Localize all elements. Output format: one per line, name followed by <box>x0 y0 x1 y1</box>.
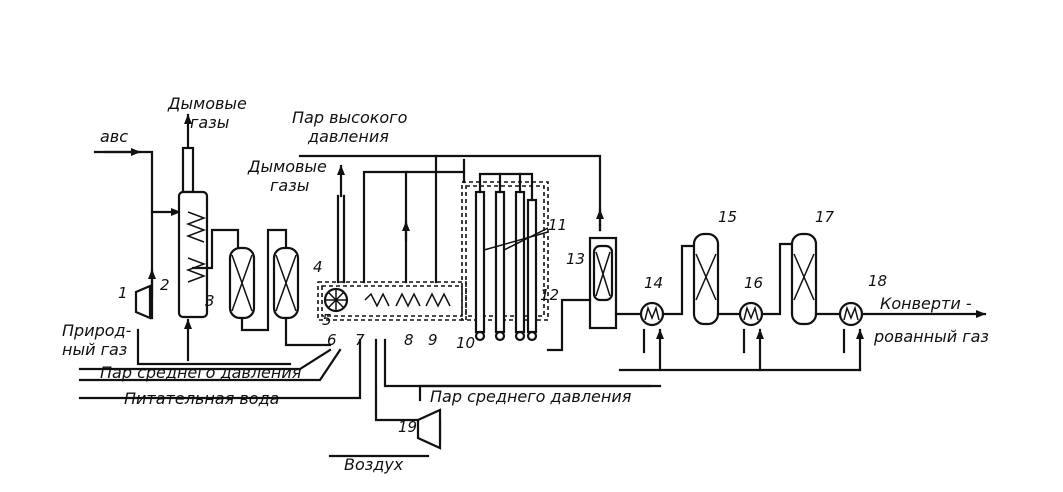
label-flue-gases-2-line1: Дымовые <box>247 157 327 176</box>
pipe-14-15 <box>661 244 696 316</box>
num-8: 8 <box>404 331 414 349</box>
reactor-15: 15 <box>692 208 737 326</box>
num-9: 9 <box>428 331 438 349</box>
label-mp-steam-bottom: Пар среднего давления <box>430 387 632 406</box>
cooling-lines <box>618 328 864 372</box>
reactor-4: 4 <box>272 246 323 320</box>
exchanger-16: 16 <box>738 274 764 327</box>
pipe-tubes-13 <box>546 298 592 352</box>
compressor-19: 19 <box>398 408 442 450</box>
label-mp-steam-left: Пар среднего давления <box>100 363 302 382</box>
pipe-3-4 <box>240 228 288 332</box>
reactor-17: 17 <box>790 208 835 326</box>
label-converted-gas-line1: Конверти - <box>880 294 972 313</box>
heater-2: 2 <box>160 113 240 319</box>
num-16: 16 <box>744 274 763 292</box>
num-18: 18 <box>868 272 887 290</box>
num-17: 17 <box>815 208 835 226</box>
num-15: 15 <box>718 208 737 226</box>
compressor-1: 1 <box>118 284 152 320</box>
pipe-4-furnace <box>284 316 332 347</box>
label-feed-water: Питательная вода <box>124 389 279 408</box>
num-19: 19 <box>398 418 417 436</box>
num-11: 11 <box>548 216 567 234</box>
feed-lines <box>78 148 362 400</box>
label-flue-gases-2-line2: газы <box>270 176 309 195</box>
num-4: 4 <box>313 258 323 276</box>
num-3: 3 <box>205 292 215 310</box>
num-14: 14 <box>644 274 663 292</box>
num-1: 1 <box>118 284 128 302</box>
num-12: 12 <box>540 286 559 304</box>
num-13: 13 <box>566 250 585 268</box>
hp-steam-lines <box>298 154 604 284</box>
label-natural-gas-line2: ный газ <box>62 340 127 359</box>
num-2: 2 <box>160 276 170 294</box>
label-flue-gases-1-line1: Дымовые <box>167 94 247 113</box>
label-hp-steam-line1: Пар высокого <box>292 108 408 127</box>
label-flue-gases-1-line2: газы <box>190 113 229 132</box>
label-converted-gas-line2: рованный газ <box>873 327 989 346</box>
num-10: 10 <box>456 334 475 352</box>
label-abc: авс <box>100 127 128 146</box>
reformer-tubes-11 <box>474 172 549 342</box>
label-hp-steam-line2: давления <box>307 127 389 146</box>
num-7: 7 <box>355 331 365 349</box>
label-air: Воздух <box>344 455 404 474</box>
exchanger-14: 14 <box>639 274 665 327</box>
vessel-13: 13 <box>566 236 618 330</box>
reformer-furnace: 5 6 7 8 9 10 11 12 <box>317 164 567 352</box>
num-5: 5 <box>322 311 332 329</box>
num-6: 6 <box>327 331 337 349</box>
reactor-3: 3 <box>205 246 256 320</box>
pipe-16-17 <box>760 242 794 316</box>
label-natural-gas-line1: Природ- <box>62 321 132 340</box>
